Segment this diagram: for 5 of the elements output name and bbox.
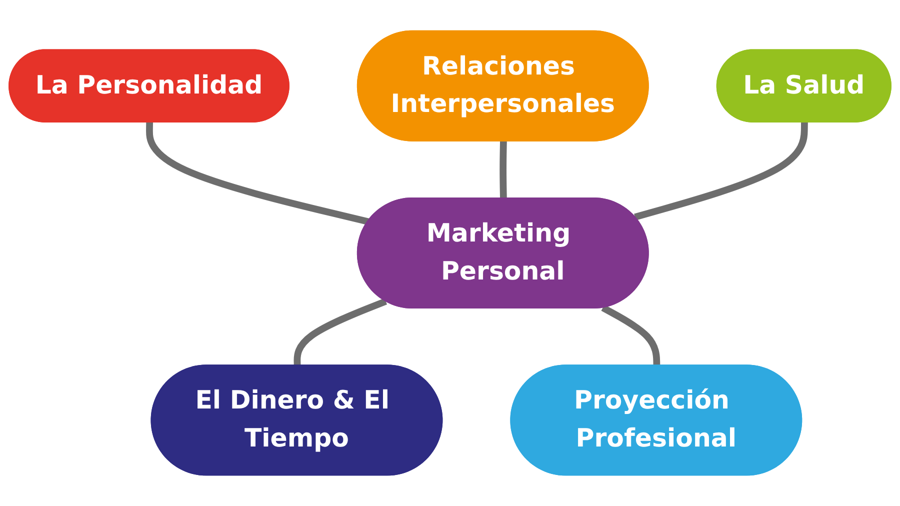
connector — [601, 304, 660, 366]
connector — [634, 122, 808, 220]
connector — [294, 298, 388, 366]
connector — [146, 122, 370, 225]
connector — [500, 141, 507, 199]
